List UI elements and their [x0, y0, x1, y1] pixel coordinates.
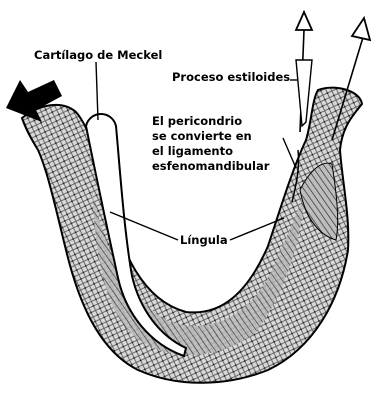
styloid-process — [296, 60, 312, 126]
pericondrio-label-line4: esfenomandibular — [152, 159, 270, 173]
up-arrow-icon-2 — [352, 18, 370, 40]
meckel-label: Cartílago de Meckel — [34, 48, 162, 62]
pericondrio-label-line1: El pericondrio — [152, 114, 242, 128]
lingula-label: Língula — [180, 233, 228, 247]
estiloides-label: Proceso estiloides — [172, 70, 290, 84]
pericondrio-label-line2: se convierte en — [152, 129, 252, 143]
pericondrio-label-line3: el ligamento — [152, 144, 233, 158]
up-arrow-icon — [296, 12, 312, 30]
